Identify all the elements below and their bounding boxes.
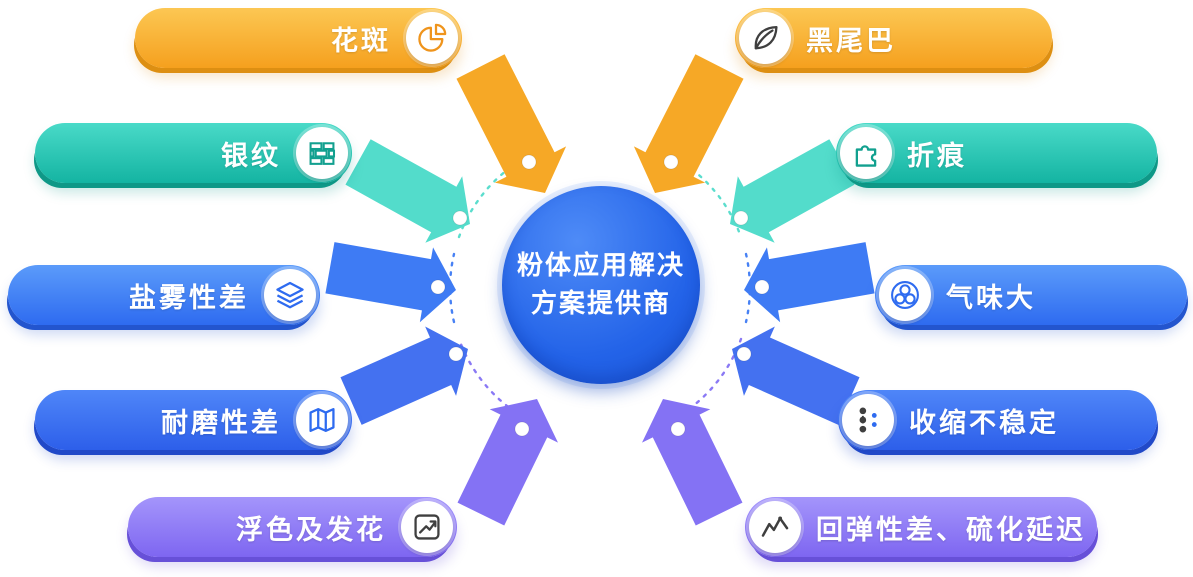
connector-dot	[452, 210, 468, 226]
pill-yanwuxingcha: 盐雾性差	[8, 265, 320, 325]
center-title-line1: 粉体应用解决	[516, 250, 685, 281]
connector-dot	[430, 279, 446, 295]
layers-icon	[264, 269, 316, 321]
center-circle: 粉体应用解决 方案提供商	[502, 186, 700, 384]
center-title-line2: 方案提供商	[530, 288, 671, 318]
pill-huaban: 花斑	[135, 8, 462, 68]
connector-dot	[670, 421, 686, 437]
pill-label: 浮色及发花	[236, 514, 386, 545]
connector-dot	[733, 210, 749, 226]
pill-label: 黑尾巴	[806, 25, 896, 56]
arrow-fuse	[457, 399, 559, 526]
arrow-naimo	[340, 326, 468, 425]
bricks-icon	[296, 127, 348, 179]
arrow-yanwu	[325, 242, 456, 323]
pill-label: 盐雾性差	[129, 282, 249, 313]
connector-dot	[448, 346, 464, 362]
connector-dot	[521, 154, 537, 170]
pill-label: 气味大	[946, 282, 1036, 313]
line-chart-icon	[749, 501, 801, 553]
arrow-yinwen	[345, 139, 470, 243]
pill-label: 收缩不稳定	[909, 407, 1059, 438]
arrow-huitan	[641, 399, 743, 526]
pill-label: 银纹	[221, 140, 281, 171]
pill-fusejifahua: 浮色及发花	[128, 497, 457, 557]
connector-dot	[663, 154, 679, 170]
odor-circles-icon	[879, 269, 931, 321]
puzzle-icon	[840, 127, 892, 179]
pill-label: 折痕	[907, 140, 967, 171]
arrow-shousuo	[732, 326, 860, 425]
trend-arrow-icon	[401, 501, 453, 553]
map-icon	[296, 394, 348, 446]
connector-dot	[514, 421, 530, 437]
connector-dot	[736, 346, 752, 362]
pill-label: 回弹性差、硫化延迟	[816, 514, 1086, 545]
arrow-heiweiba	[633, 54, 744, 193]
pill-naimoxingcha: 耐磨性差	[35, 390, 352, 450]
leaf-icon	[739, 12, 791, 64]
connector-dot	[754, 279, 770, 295]
arrow-qiwei	[744, 242, 875, 323]
arrow-huaban	[456, 54, 567, 193]
pill-shousuobuwending: 收缩不稳定	[838, 390, 1157, 450]
pill-label: 花斑	[331, 25, 391, 56]
pie-chart-icon	[406, 12, 458, 64]
pill-qiweida: 气味大	[875, 265, 1187, 325]
pill-huitanxingcha: 回弹性差、硫化延迟	[745, 497, 1097, 557]
arrow-zhehen	[730, 139, 855, 243]
pill-label: 耐磨性差	[161, 407, 281, 438]
pill-zhehen: 折痕	[836, 123, 1157, 183]
shrink-nodes-icon	[842, 394, 894, 446]
pill-yinwen: 银纹	[35, 123, 352, 183]
pill-heiweiba: 黑尾巴	[735, 8, 1052, 68]
